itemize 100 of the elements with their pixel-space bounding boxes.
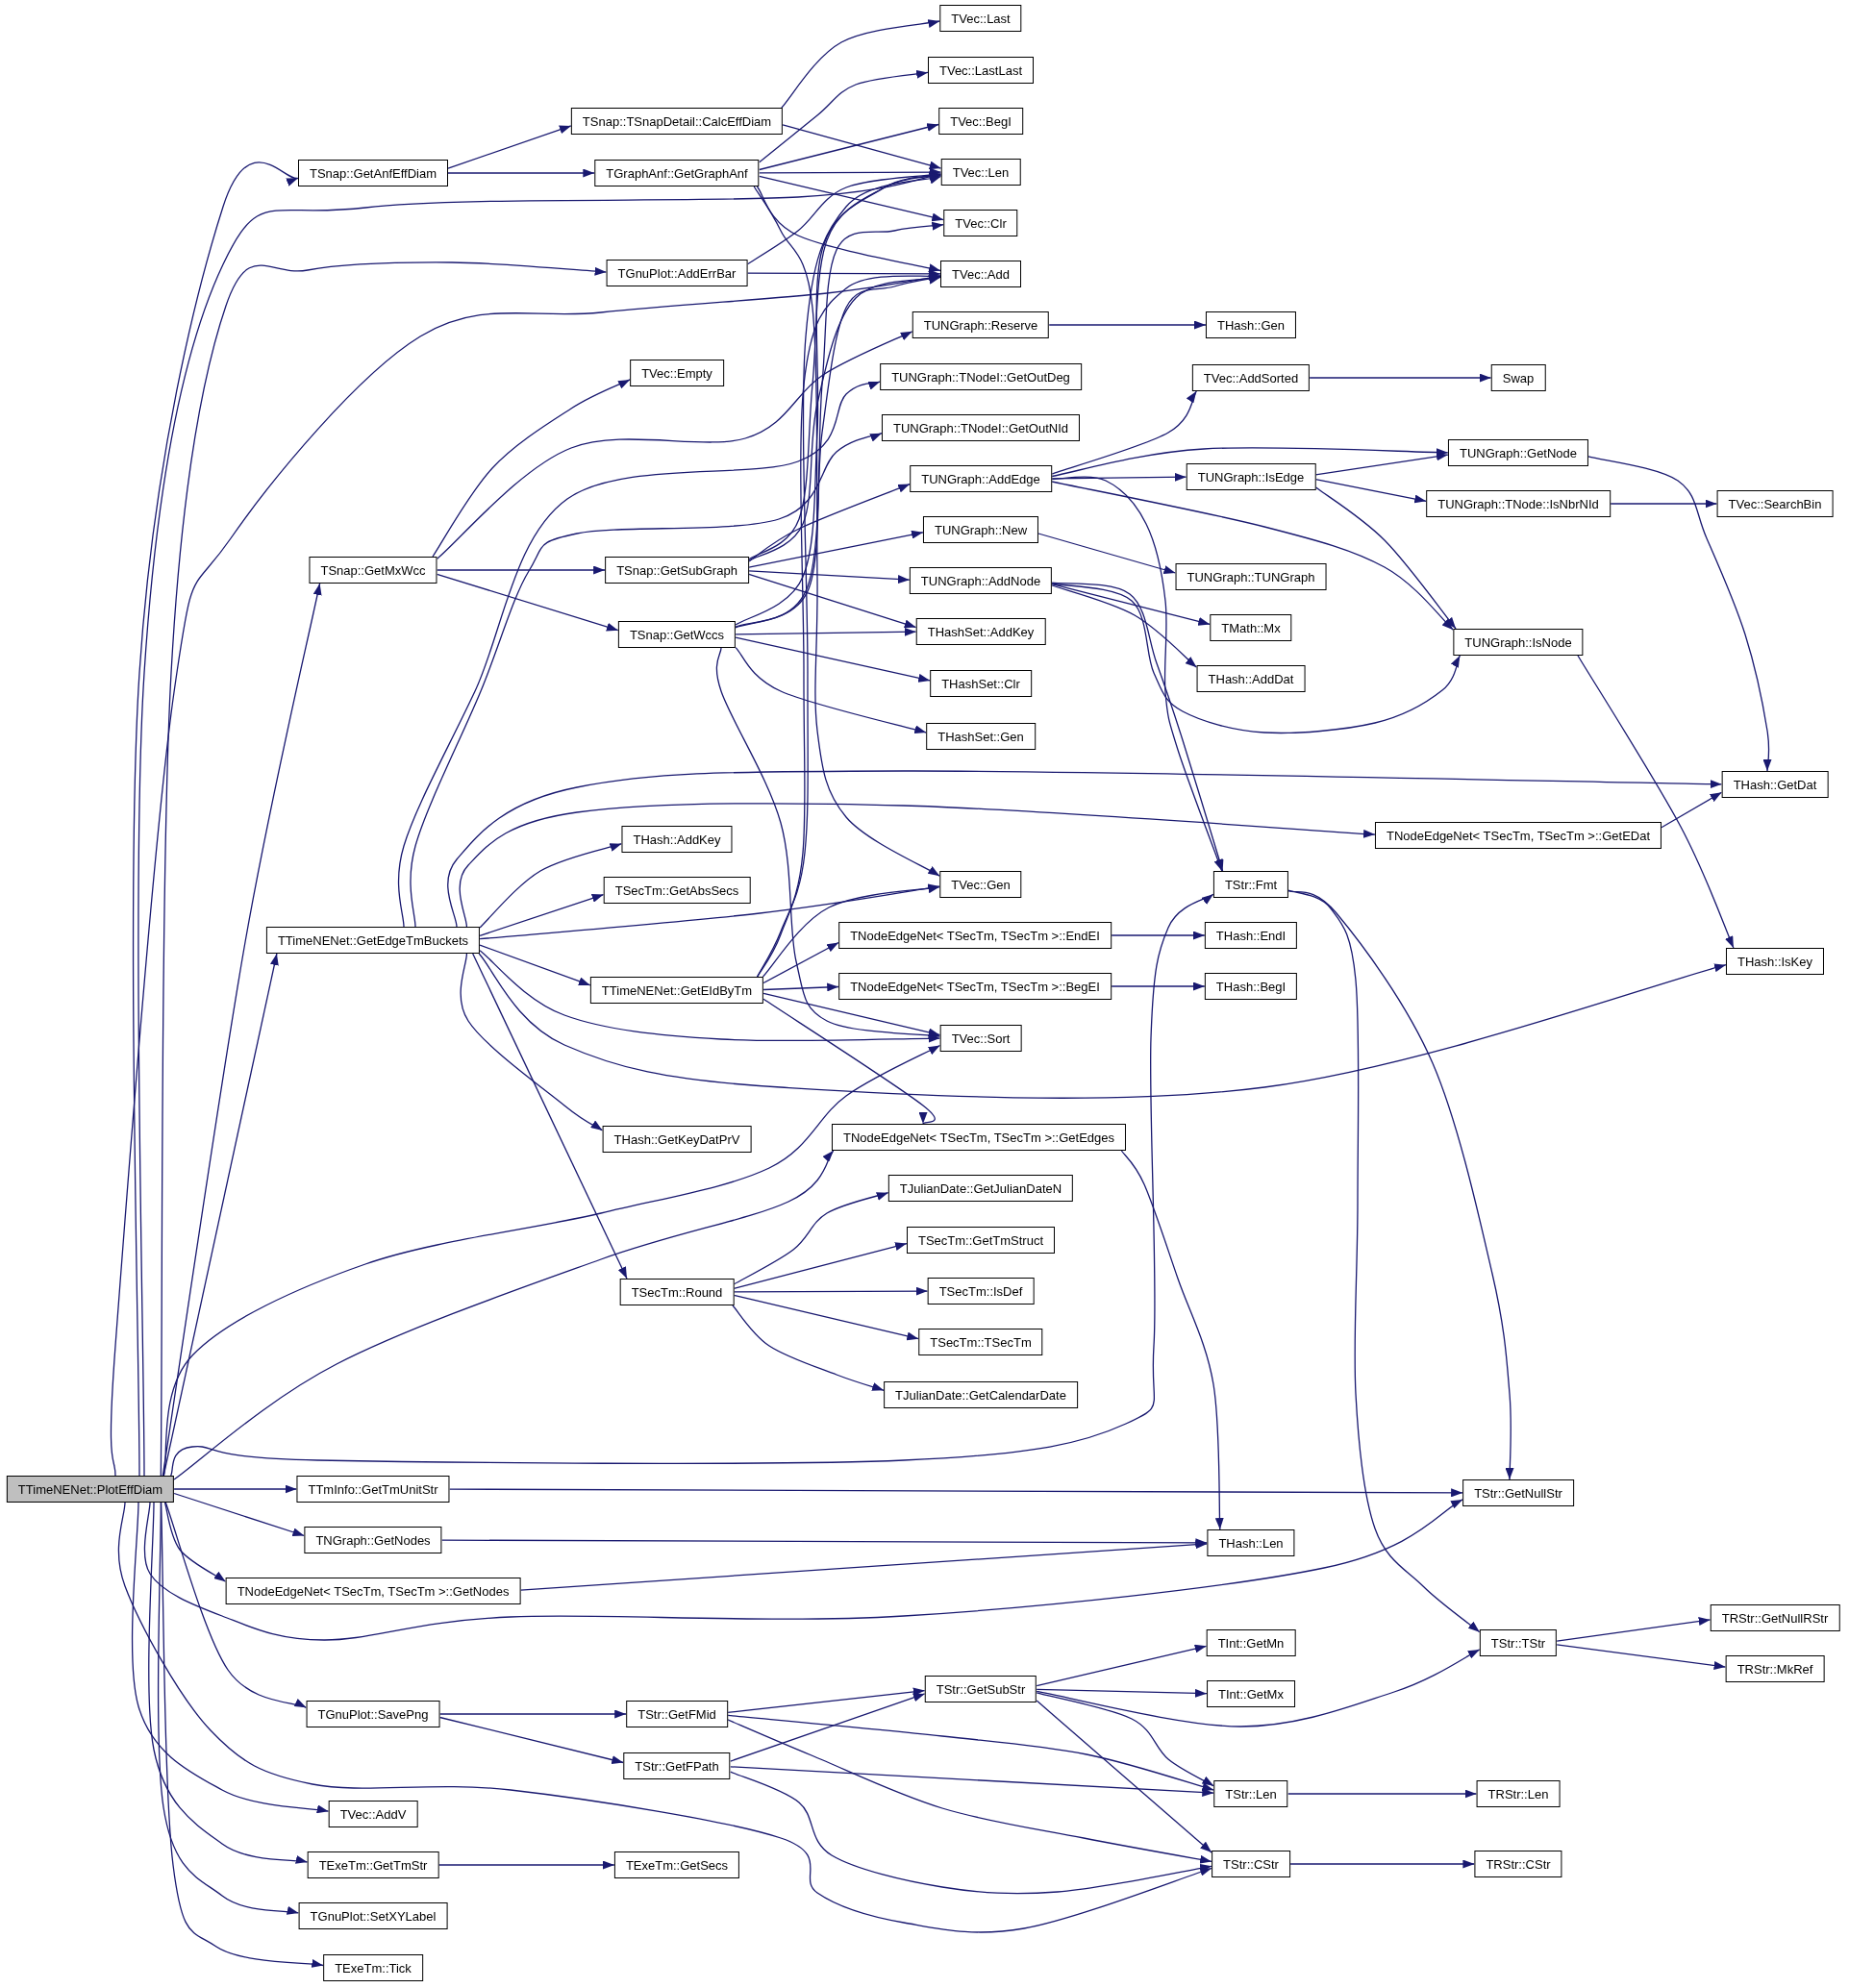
function-node: TSecTm::TSecTm	[918, 1329, 1043, 1355]
function-node: TStr::GetSubStr	[924, 1676, 1037, 1702]
call-arrow	[733, 1286, 929, 1296]
call-arrow	[1037, 533, 1177, 574]
call-arrow	[1051, 476, 1223, 872]
call-arrow	[436, 565, 606, 575]
function-node: Swap	[1490, 364, 1546, 391]
call-arrow	[447, 770, 1723, 928]
call-arrow	[781, 18, 940, 109]
call-arrow	[173, 1484, 298, 1494]
call-arrow	[1314, 486, 1457, 630]
call-arrow	[160, 261, 608, 1477]
function-node: TUNGraph::Reserve	[912, 311, 1050, 338]
call-arrow	[1556, 1644, 1727, 1670]
function-node: TUNGraph::IsEdge	[1186, 463, 1316, 490]
function-node: TNodeEdgeNet< TSecTm, TSecTm >::EndEI	[838, 922, 1112, 949]
call-arrow	[748, 570, 911, 584]
function-node: TInt::GetMn	[1206, 1629, 1296, 1656]
function-node: TSnap::GetWccs	[617, 621, 737, 648]
function-node: TUNGraph::IsNode	[1453, 629, 1584, 656]
call-arrow	[1287, 889, 1514, 1480]
function-node: TTimeNENet::GetEdgeTmBuckets	[265, 927, 481, 954]
call-arrow	[733, 1191, 889, 1285]
function-node: TSnap::GetSubGraph	[605, 557, 749, 584]
call-arrow	[1661, 791, 1723, 829]
function-node: TSnap::GetMxWcc	[309, 557, 437, 584]
call-arrow	[1556, 1617, 1712, 1642]
call-arrow	[437, 1860, 615, 1870]
function-node: TUNGraph::New	[922, 516, 1039, 543]
function-node: TNodeEdgeNet< TSecTm, TSecTm >::BegEI	[838, 973, 1112, 1000]
function-node: TSecTm::IsDef	[927, 1278, 1035, 1305]
function-node: TVec::Clr	[943, 210, 1018, 236]
function-node: TUNGraph::TNodeI::GetOutNId	[881, 414, 1081, 441]
call-arrow	[436, 331, 913, 560]
call-arrow	[1036, 1688, 1208, 1698]
call-arrow	[727, 1714, 1214, 1792]
call-arrow	[1287, 889, 1481, 1633]
call-arrow	[762, 998, 936, 1125]
call-arrow	[1610, 499, 1718, 509]
function-node: TVec::LastLast	[928, 57, 1034, 84]
function-node: TNodeEdgeNet< TSecTm, TSecTm >::GetEDat	[1374, 822, 1662, 849]
call-arrow	[479, 944, 591, 986]
function-node: THash::BegI	[1204, 973, 1298, 1000]
call-arrow	[169, 893, 1214, 1477]
call-arrow	[762, 992, 941, 1037]
function-node: TGnuPlot::SetXYLabel	[298, 1902, 448, 1929]
call-arrow	[730, 1693, 926, 1762]
call-arrow	[448, 1488, 1463, 1498]
function-node: TUNGraph::AddNode	[909, 567, 1053, 594]
function-node: TStr::GetFMid	[626, 1701, 728, 1727]
call-arrow	[1051, 583, 1461, 734]
function-node: TExeTm::GetSecs	[613, 1851, 740, 1878]
call-arrow	[1289, 1859, 1476, 1869]
call-arrow	[1314, 452, 1449, 476]
function-node: TTimeNENet::PlotEffDiam	[6, 1476, 175, 1503]
call-arrow	[762, 982, 839, 992]
call-arrow	[1309, 373, 1492, 383]
call-arrow	[440, 1538, 1209, 1548]
function-node: TRStr::GetNullRStr	[1710, 1604, 1840, 1631]
call-arrow	[447, 168, 595, 178]
call-arrow	[479, 842, 623, 929]
function-node: TVec::AddV	[328, 1801, 418, 1827]
call-arrow	[148, 1502, 309, 1865]
call-arrow	[478, 953, 1727, 1099]
call-arrow	[1111, 982, 1206, 991]
call-arrow	[1051, 583, 1211, 626]
call-arrow	[759, 175, 944, 222]
call-arrow	[143, 1499, 1463, 1641]
function-node: TSnap::TSnapDetail::CalcEffDiam	[570, 108, 784, 135]
function-node: TExeTm::GetTmStr	[307, 1851, 439, 1878]
function-node: TTmInfo::GetTmUnitStr	[296, 1476, 450, 1503]
function-node: TStr::Fmt	[1212, 871, 1289, 898]
function-node: TStr::GetNullStr	[1462, 1479, 1574, 1506]
function-node: TRStr::MkRef	[1725, 1655, 1825, 1682]
call-arrow	[782, 124, 942, 170]
function-node: THash::GetKeyDatPrV	[602, 1126, 752, 1153]
call-arrow	[1577, 655, 1735, 949]
call-arrow	[1051, 584, 1198, 668]
call-arrow	[727, 1719, 1212, 1864]
call-arrow	[131, 1502, 330, 1814]
call-arrow	[730, 1766, 1214, 1798]
call-arrow	[1051, 390, 1197, 475]
call-arrow	[1036, 1644, 1208, 1687]
call-arrow	[447, 125, 572, 169]
function-node: TJulianDate::GetCalendarDate	[884, 1381, 1078, 1408]
function-node: THashSet::Gen	[926, 723, 1036, 750]
function-node: TRStr::CStr	[1474, 1851, 1562, 1877]
function-node: THash::Len	[1207, 1529, 1295, 1556]
call-arrow	[746, 170, 942, 265]
call-arrow	[479, 883, 940, 940]
call-arrow	[438, 1716, 624, 1764]
function-node: THash::IsKey	[1726, 948, 1824, 975]
call-arrow	[1314, 479, 1427, 504]
function-node: TVec::Sort	[939, 1025, 1022, 1052]
call-arrow	[1051, 447, 1449, 478]
call-arrow	[436, 573, 619, 632]
function-node: TVec::Empty	[630, 360, 724, 386]
call-arrow	[132, 162, 299, 1477]
call-arrow	[753, 186, 940, 877]
function-node: TGraphAnf::GetGraphAnf	[594, 160, 760, 186]
